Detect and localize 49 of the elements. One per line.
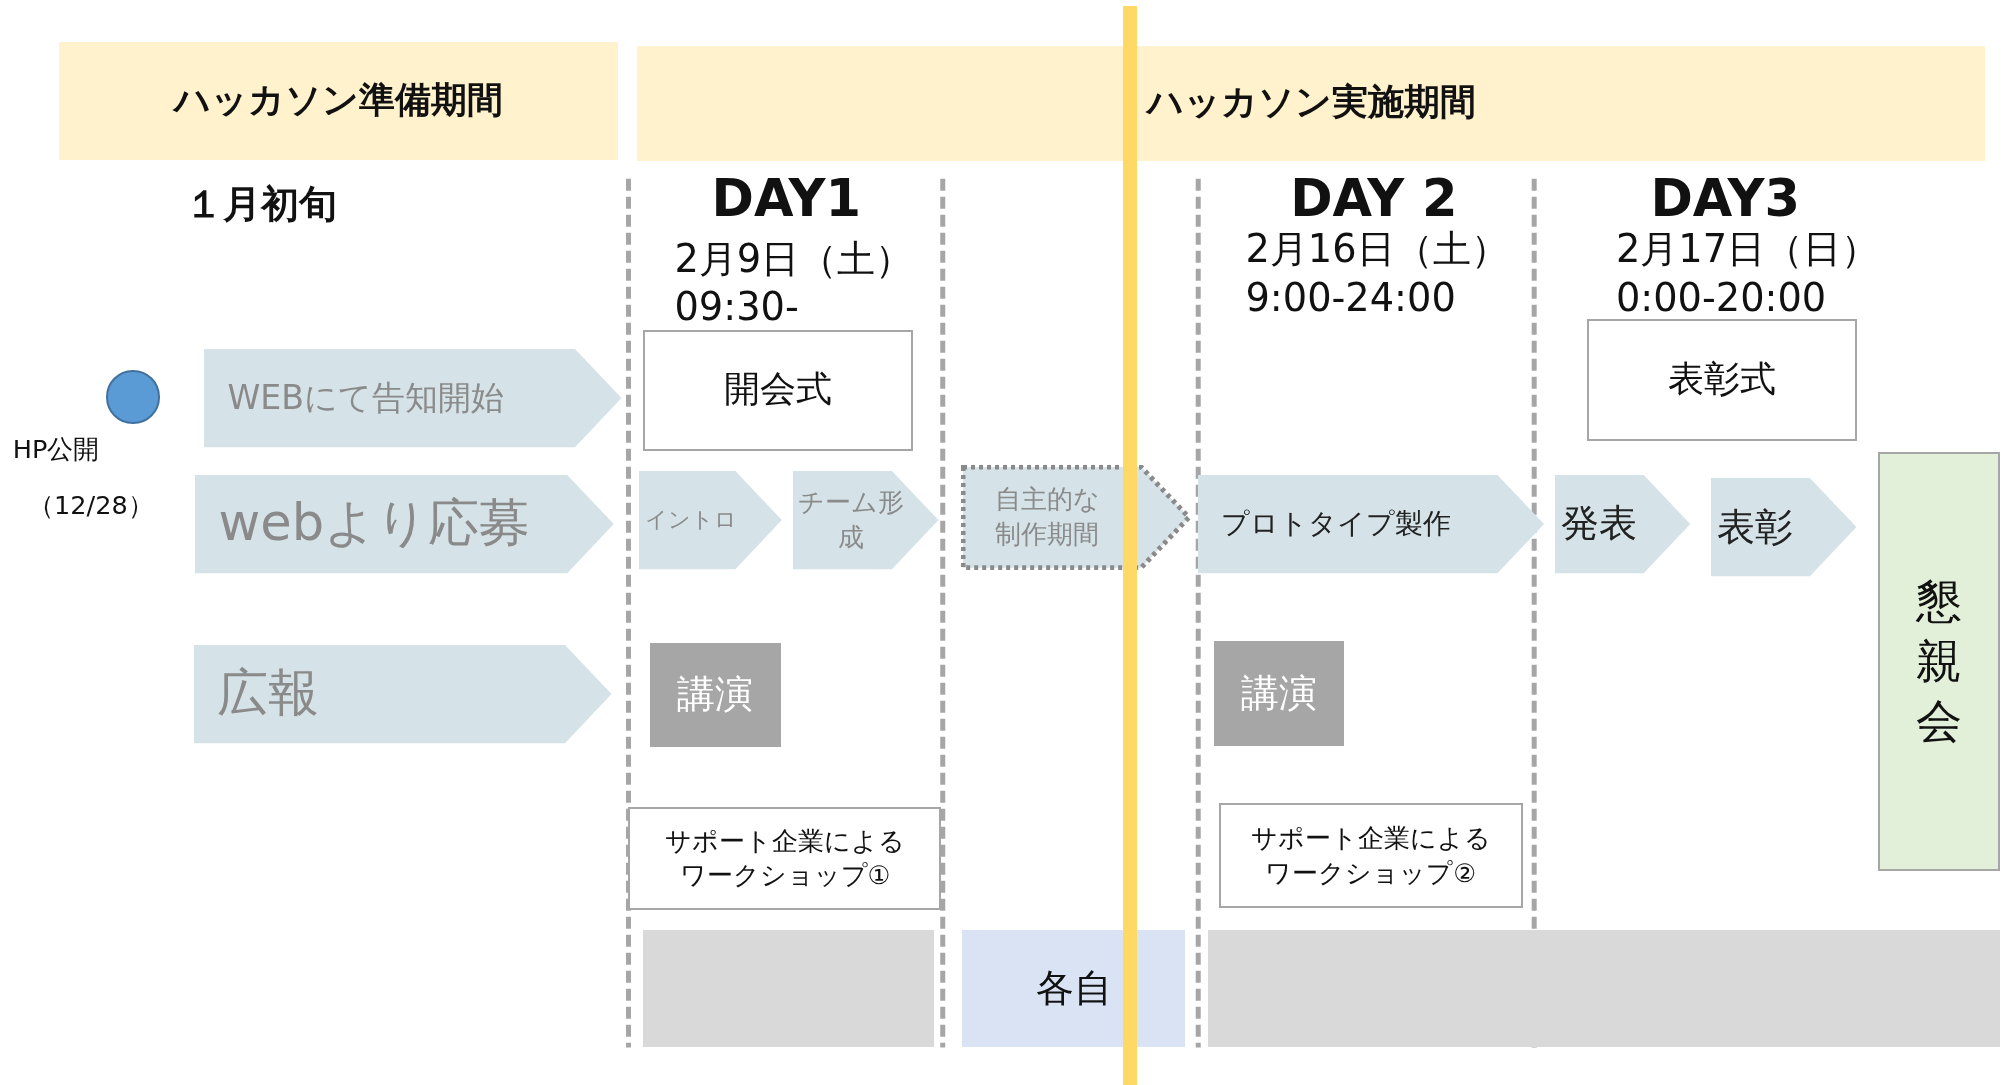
event-label: 開会式 [723, 367, 832, 412]
period-band [637, 46, 1986, 161]
period-title: ハッカソン準備期間 [174, 77, 503, 122]
time-label: 09:30- [674, 283, 799, 329]
period-title: ハッカソン実施期間 [1146, 80, 1476, 125]
event-box [642, 329, 914, 451]
day-title: DAY1 [711, 168, 862, 228]
process-step [1709, 476, 1859, 579]
event-label: 自主的な制作期間 [993, 483, 1101, 552]
milestone-dot [106, 370, 160, 425]
event-label: 広報 [217, 662, 320, 725]
event-label: webより応募 [218, 492, 531, 555]
event-label: 懇親会 [1915, 573, 1964, 750]
event-label: WEBにて告知開始 [227, 377, 504, 420]
milestone-label: HP公開 [12, 432, 100, 466]
event-label: サポート企業によるワークショップ① [663, 824, 906, 893]
milestone-label: （12/28） [28, 488, 154, 522]
event-label: 表彰式 [1667, 357, 1776, 401]
event-box [1586, 319, 1858, 441]
process-step [192, 472, 616, 575]
event-box [961, 929, 1186, 1048]
event-label: 発表 [1561, 499, 1637, 548]
event-box [628, 807, 942, 910]
event-label: 講演 [1240, 669, 1317, 718]
event-label: イントロ [645, 506, 738, 535]
process-step [790, 468, 941, 571]
event-label: サポート企業によるワークショップ② [1249, 822, 1492, 890]
event-label: プロトタイプ製作 [1221, 505, 1452, 542]
event-box [1213, 641, 1344, 746]
time-label: 0:00-20:00 [1615, 274, 1827, 320]
event-label: 講演 [677, 670, 754, 719]
venue-box [1208, 929, 2001, 1048]
event-label: 表彰 [1716, 503, 1793, 552]
process-step [191, 642, 614, 745]
process-step [201, 347, 624, 450]
dotted-process-step [960, 464, 1191, 570]
event-label: 各自 [1035, 964, 1112, 1013]
event-box [1218, 803, 1523, 909]
process-step [637, 468, 785, 571]
date-label: 2月9日（土） [674, 234, 914, 283]
process-step [1553, 472, 1693, 575]
venue-box [642, 929, 934, 1048]
time-label: 9:00-24:00 [1245, 274, 1456, 320]
period-band [58, 42, 619, 160]
event-box [650, 642, 781, 748]
process-step [1195, 472, 1546, 575]
party-box [1877, 452, 2001, 872]
event-label: チーム形成 [798, 485, 905, 554]
date-label: １月初旬 [185, 179, 338, 228]
